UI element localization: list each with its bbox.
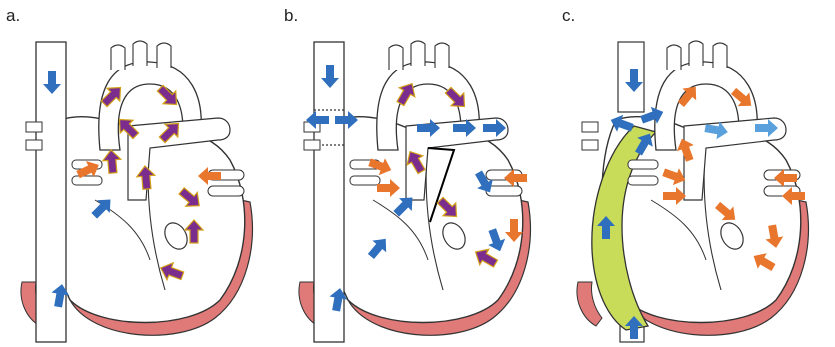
pulmonary-vein <box>350 176 380 185</box>
arch-branch-vessel <box>157 43 171 68</box>
arch-branch-vessel <box>667 45 681 70</box>
pulmonary-vein <box>486 186 522 196</box>
heart-diagram <box>0 0 278 347</box>
arch-branch-vessel <box>689 41 703 66</box>
pulmonary-vein <box>72 176 102 185</box>
panel-b: b. <box>278 0 556 347</box>
heart-diagram <box>278 0 556 347</box>
pulmonary-vein <box>208 186 244 196</box>
branch-vessel <box>304 140 320 150</box>
branch-vessel <box>582 140 598 150</box>
branch-vessel <box>26 140 42 150</box>
arch-branch-vessel <box>435 43 449 68</box>
arch-branch-vessel <box>389 45 403 70</box>
heart-diagram <box>556 0 834 347</box>
arch-branch-vessel <box>133 41 147 66</box>
arch-branch-vessel <box>713 43 727 68</box>
branch-vessel <box>582 122 598 132</box>
branch-vessel <box>26 122 42 132</box>
pulmonary-vein <box>628 160 658 169</box>
pulmonary-vein <box>628 176 658 185</box>
arch-branch-vessel <box>411 41 425 66</box>
arch-branch-vessel <box>111 45 125 70</box>
panel-c: c. <box>556 0 834 347</box>
panel-a: a. <box>0 0 278 347</box>
